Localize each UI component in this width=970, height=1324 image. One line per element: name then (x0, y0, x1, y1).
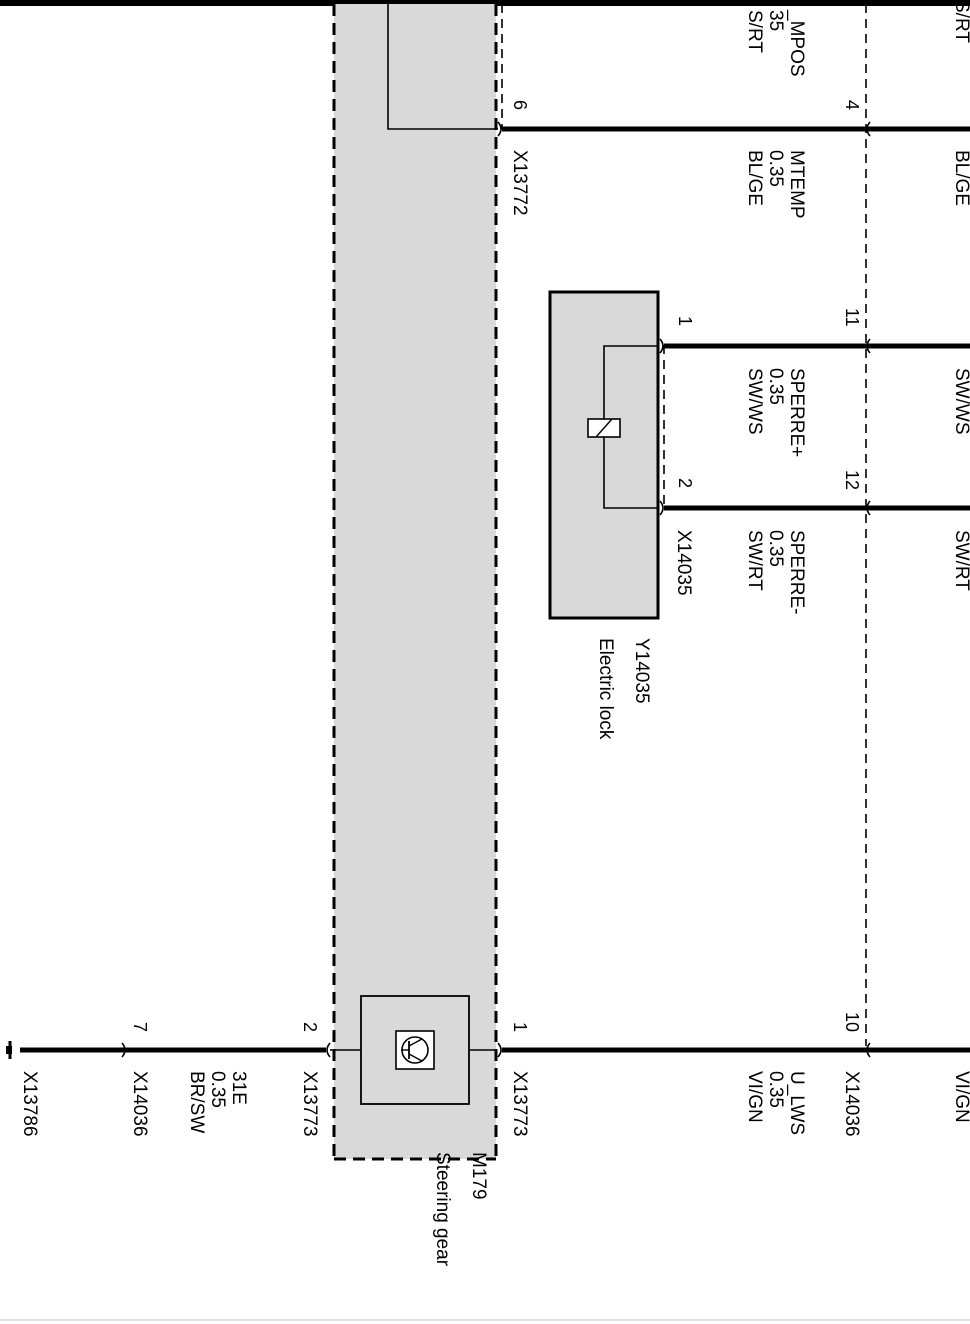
pin-6: 6 (510, 100, 530, 110)
ground-connector-x13786: X13786 (19, 1071, 40, 1137)
connector-hook (866, 1042, 871, 1058)
lock-pin-2: 2 (675, 478, 695, 488)
steering-gear-name: Steering gear (432, 1152, 453, 1267)
pin-4: 4 (842, 100, 862, 110)
pin-7: 7 (130, 1022, 150, 1032)
connector-x14036-right: X14036 (841, 1071, 862, 1137)
connector-x13772: X13772 (509, 150, 530, 216)
connector-hook (121, 1042, 126, 1058)
harness-pin-11: 11 (842, 308, 862, 327)
connector-hook (866, 338, 871, 354)
connector-hook (497, 121, 502, 137)
connector-hook (326, 1042, 331, 1058)
connector-x14035: X14035 (673, 530, 694, 596)
steering-gear-housing (334, 4, 496, 1159)
steering-gear-id: M179 (468, 1152, 489, 1200)
ground-signal: 31E (228, 1071, 249, 1105)
steering-pin-1: 1 (510, 1022, 530, 1032)
connector-hook (659, 338, 664, 354)
ground-icon (6, 1041, 12, 1059)
connector-hook (497, 1042, 502, 1058)
steering-pin-2: 2 (300, 1022, 320, 1032)
connector-x13773-a: X13773 (509, 1071, 530, 1137)
u-lws-signal: U_LWS (786, 1071, 807, 1135)
top-wire-signal: _MPOS (786, 9, 807, 77)
lock-pin-1: 1 (675, 316, 695, 326)
u-lws-right-color: VI/GN (951, 1071, 970, 1123)
connector-hook (866, 500, 871, 516)
sperre-minus-right-color: SW/RT (951, 530, 970, 591)
top-border (0, 0, 970, 6)
mtemp-gauge: 0.35 (765, 150, 786, 187)
steering-gear-internal-wire (387, 4, 498, 130)
top-wire-right-color: S/RT (951, 0, 970, 43)
connector-x13773-b: X13773 (299, 1071, 320, 1137)
sperre-minus-signal: SPERRE- (786, 530, 807, 614)
transistor-icon (395, 1030, 435, 1070)
connector-hook (866, 121, 871, 137)
ground-color: BR/SW (186, 1071, 207, 1133)
sperre-plus-gauge: 0.35 (765, 368, 786, 405)
top-wire-gauge: 35 (765, 10, 786, 31)
solenoid-icon (587, 418, 621, 438)
pin-10: 10 (842, 1012, 862, 1032)
sperre-plus-color: SW/WS (744, 368, 765, 435)
sperre-minus-gauge: 0.35 (765, 530, 786, 567)
connector-x14036-left: X14036 (129, 1071, 150, 1137)
mtemp-color: BL/GE (744, 150, 765, 206)
connector-hook (659, 500, 664, 516)
u-lws-gauge: 0.35 (765, 1071, 786, 1108)
sperre-minus-color: SW/RT (744, 530, 765, 591)
top-wire-color: S/RT (744, 10, 765, 53)
u-lws-color: VI/GN (744, 1071, 765, 1123)
ground-gauge: 0.35 (207, 1071, 228, 1108)
sperre-plus-signal: SPERRE+ (786, 368, 807, 457)
lock-id: Y14035 (631, 638, 652, 704)
lock-name: Electric lock (595, 638, 616, 740)
sperre-plus-right-color: SW/WS (951, 368, 970, 435)
mtemp-right-color: BL/GE (951, 150, 970, 206)
harness-pin-12: 12 (842, 470, 862, 490)
mtemp-signal: MTEMP (786, 150, 807, 219)
